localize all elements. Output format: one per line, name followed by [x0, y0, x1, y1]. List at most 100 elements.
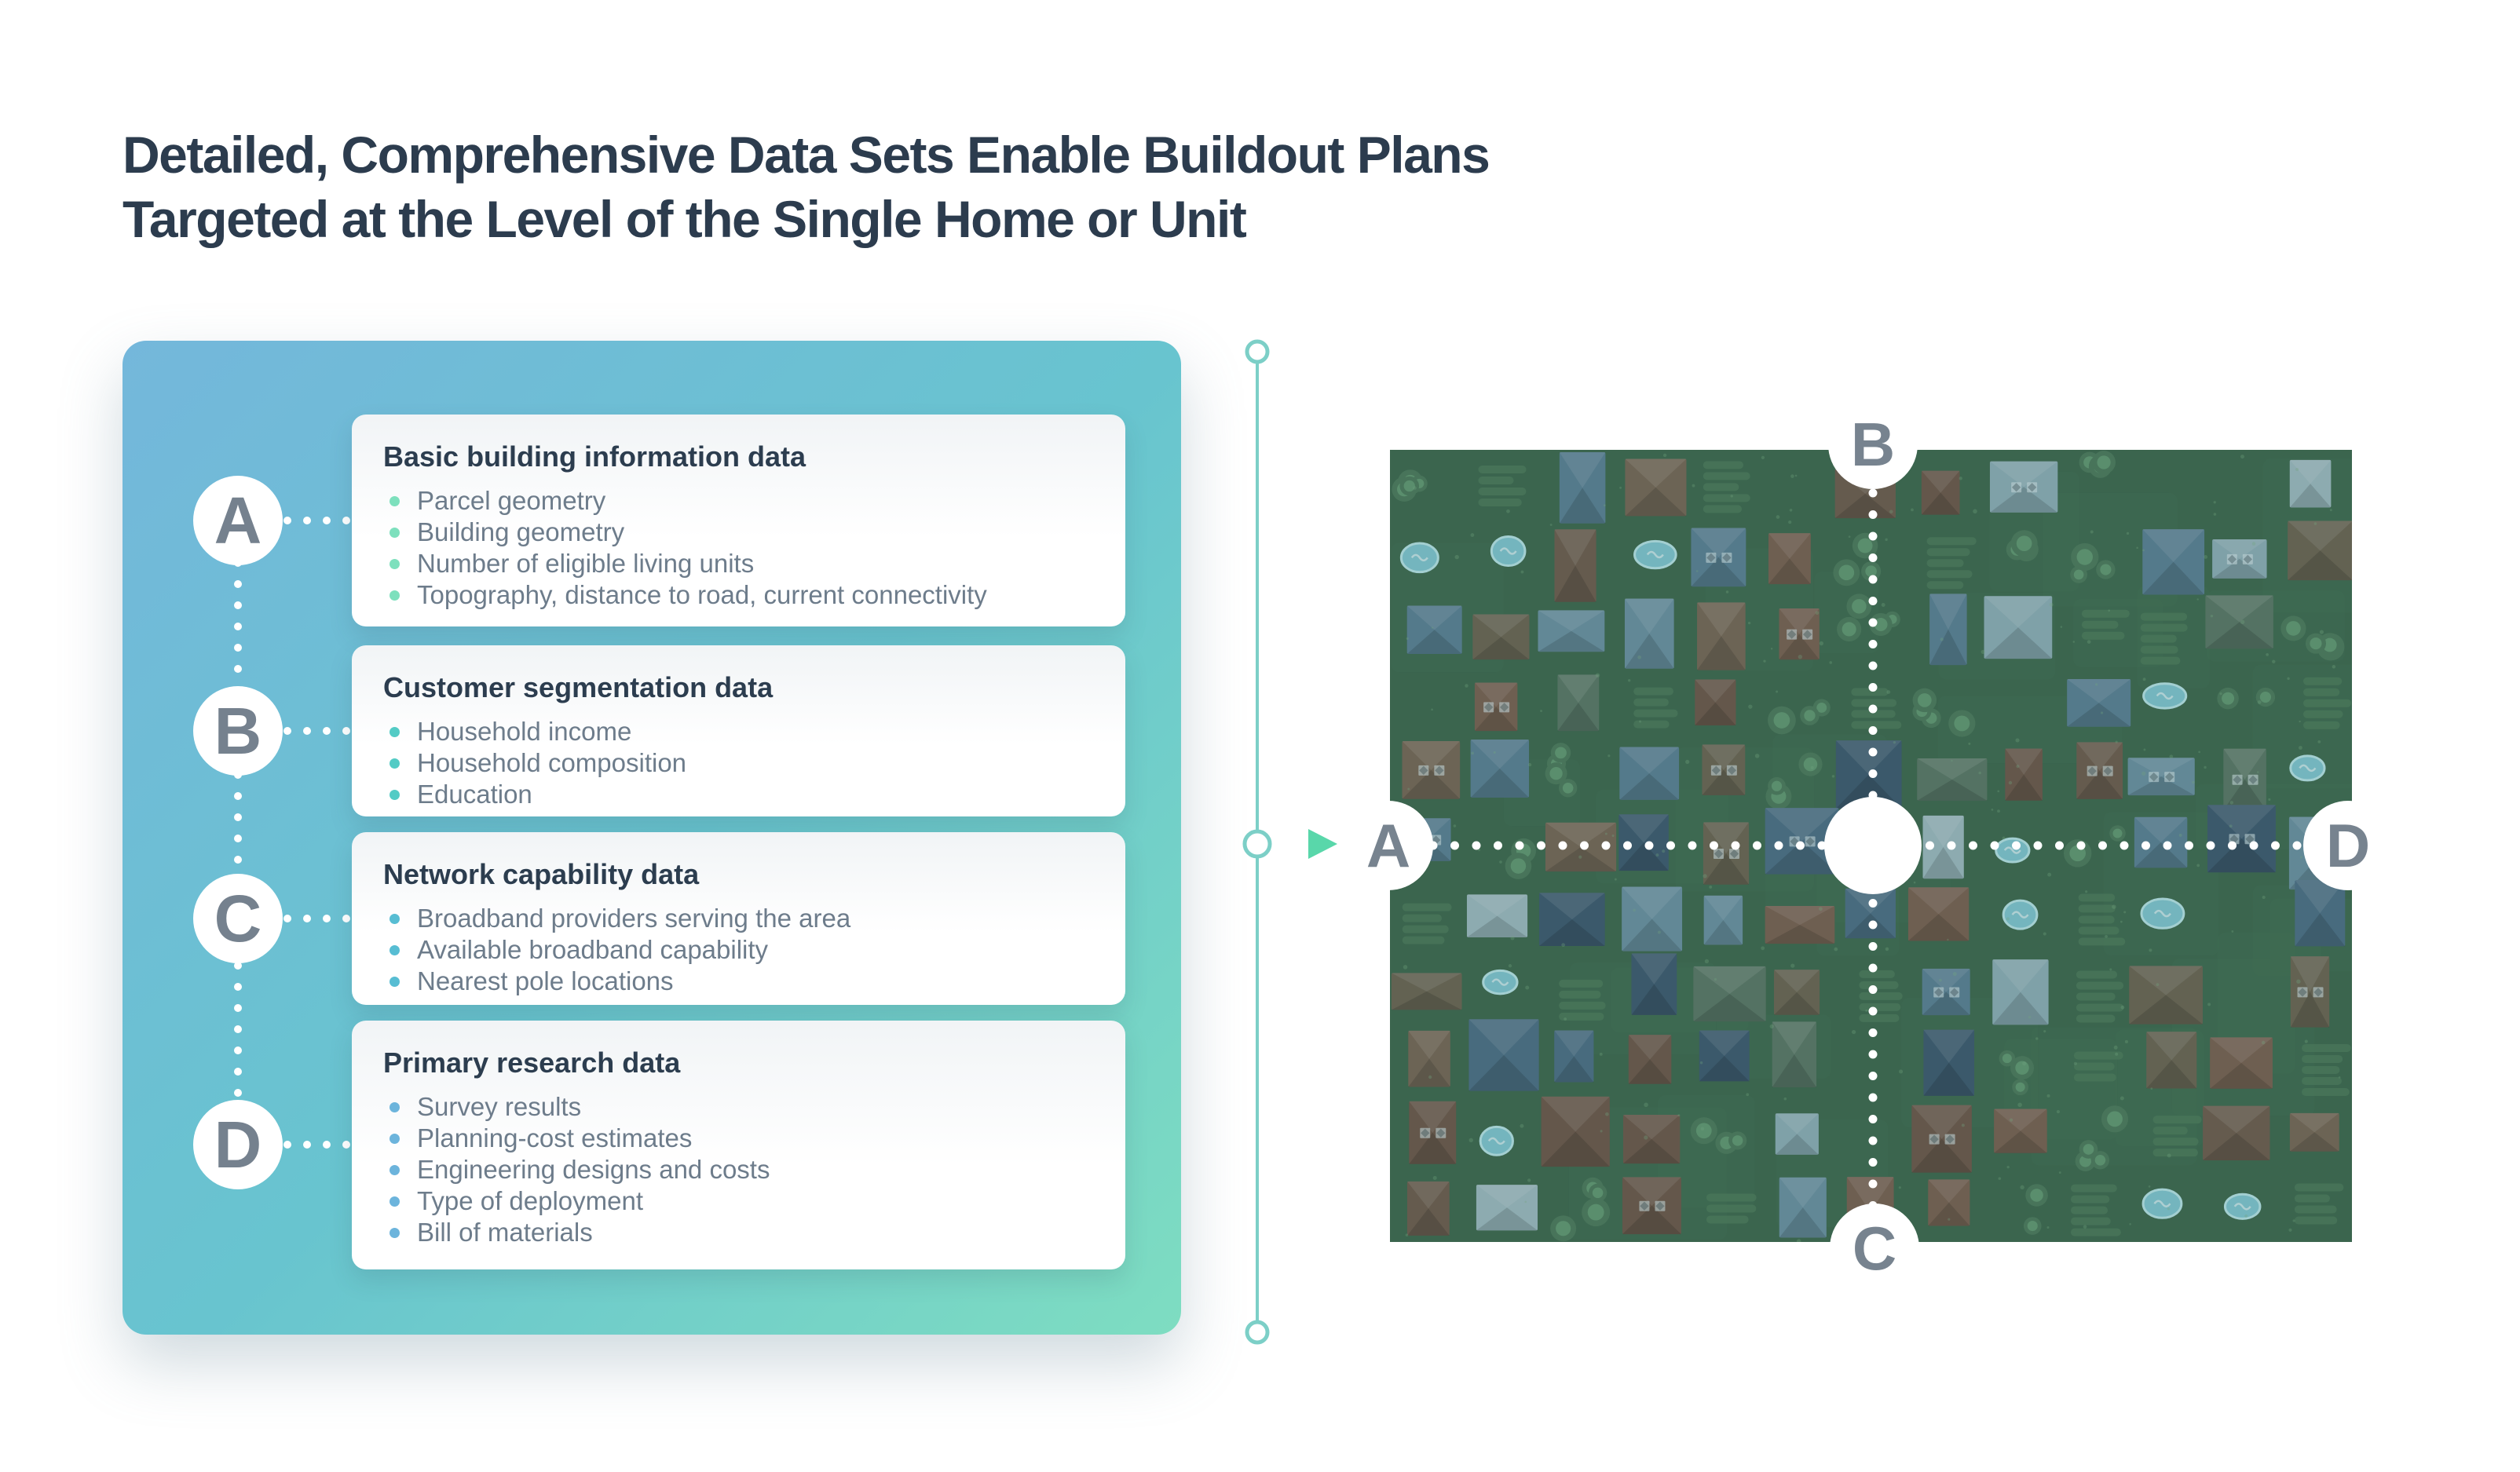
map-crosshair-center-node: [1824, 797, 1922, 894]
bullet-dot-icon: [390, 1165, 400, 1175]
map-roof-shade: [1406, 630, 1462, 655]
map-speckle: [1471, 751, 1474, 755]
map-speckle: [1638, 720, 1642, 723]
bullet-dot-icon: [390, 1228, 400, 1238]
map-shape: [2078, 893, 2116, 902]
map-roof-highlight: [1702, 744, 1746, 770]
map-roof-shade: [1554, 565, 1596, 602]
map-shape: [1408, 1030, 1450, 1087]
map-roof-highlight: [1697, 602, 1746, 637]
map-roof-shade: [1545, 846, 1617, 872]
map-speckle: [2149, 948, 2152, 952]
map-roof-shade: [1922, 992, 1970, 1016]
map-speckle: [2251, 542, 2256, 546]
map-shape: [1768, 533, 1811, 585]
bullet-dot-icon: [390, 758, 400, 769]
map-speckle: [1815, 611, 1820, 615]
map-speckle: [1865, 1009, 1868, 1012]
map-tree-inner: [2286, 621, 2301, 636]
map-roof-shade: [1408, 1058, 1450, 1087]
map-speckle: [2006, 917, 2010, 921]
map-roof-shade: [1989, 487, 2058, 513]
map-speckle: [2299, 856, 2302, 859]
map-speckle: [1677, 1114, 1681, 1117]
map-speckle: [2143, 748, 2146, 751]
map-shape: [1926, 559, 1964, 568]
map-speckle: [2299, 746, 2302, 750]
map-tree-inner: [2322, 637, 2337, 652]
map-speckle: [1413, 486, 1417, 490]
map-pool-ripple: [1491, 978, 1509, 986]
map-edge-label-c: C: [1830, 1204, 1919, 1293]
map-roof-highlight: [1408, 1030, 1450, 1059]
map-speckle: [2317, 740, 2321, 743]
map-roof-highlight: [1992, 959, 2049, 992]
map-speckle: [1796, 1239, 1801, 1242]
map-speckle: [1981, 649, 1985, 655]
bullet-dot-icon: [390, 528, 400, 538]
map-shape: [1711, 765, 1721, 775]
map-roof-shade: [2295, 913, 2346, 947]
bullet-item: Education: [383, 779, 1094, 810]
map-roof-shade: [2289, 484, 2332, 508]
map-roof-shade: [1779, 634, 1820, 660]
map-roof-shade: [1923, 1062, 1975, 1096]
map-shape: [2152, 1116, 2202, 1124]
map-shape: [1922, 815, 1964, 879]
map-shape: [2073, 1062, 2115, 1071]
map-shape: [1934, 988, 1944, 997]
map-speckle: [2148, 1185, 2151, 1188]
map-speckle: [2299, 720, 2301, 723]
map-speckle: [2204, 555, 2208, 559]
map-shape: [1703, 895, 1743, 945]
map-speckle: [2016, 765, 2020, 769]
map-shape: [1933, 987, 1944, 998]
map-shape: [2140, 634, 2177, 643]
map-speckle: [1428, 1075, 1432, 1079]
map-speckle: [1432, 1175, 1437, 1181]
map-shape: [2134, 816, 2188, 868]
map-shape: [2081, 631, 2125, 640]
bullet-text: Education: [417, 780, 532, 809]
map-shape: [1628, 1035, 1672, 1084]
map-shape: [1710, 765, 1721, 776]
map-speckle: [1510, 936, 1515, 941]
map-tree-inner: [1857, 538, 1873, 553]
map-speckle: [2015, 738, 2020, 743]
map-shape: [2294, 1216, 2338, 1225]
map-roof-highlight: [2289, 459, 2332, 484]
bullet-text: Broadband providers serving the area: [417, 904, 851, 933]
map-speckle: [2129, 1222, 2131, 1225]
map-speckle: [2112, 904, 2116, 909]
map-speckle: [2035, 1037, 2039, 1040]
map-speckle: [1898, 1186, 1901, 1189]
map-shape: [2129, 966, 2203, 1025]
map-shape: [2070, 1195, 2110, 1204]
map-speckle: [2156, 983, 2160, 987]
map-speckle: [2329, 509, 2332, 512]
map-roof-shade: [1622, 1139, 1681, 1164]
map-speckle: [2287, 677, 2290, 681]
map-speckle: [2244, 1214, 2248, 1218]
map-roof-highlight: [2134, 816, 2188, 843]
map-speckle: [1885, 947, 1889, 952]
map-shape: [1945, 1134, 1955, 1144]
map-shape: [1706, 1215, 1749, 1224]
bullet-item: Engineering designs and costs: [383, 1154, 1094, 1185]
map-tree-inner: [2083, 1144, 2094, 1155]
map-shape: [2076, 992, 2116, 1001]
bullet-text: Topography, distance to road, current co…: [417, 580, 987, 609]
map-shape: [1911, 1105, 1972, 1173]
map-pool-ripple: [1410, 553, 1428, 562]
map-speckle: [1520, 570, 1524, 574]
map-speckle: [2043, 932, 2046, 936]
map-roof-highlight: [2295, 880, 2346, 914]
card-heading: Basic building information data: [383, 440, 806, 473]
bullet-dot-icon: [390, 590, 400, 601]
map-tree-inner: [2073, 569, 2084, 580]
map-tree-inner: [2100, 564, 2112, 575]
map-shape: [2288, 520, 2352, 581]
map-speckle: [1798, 654, 1803, 659]
map-roof-highlight: [2289, 1112, 2339, 1133]
